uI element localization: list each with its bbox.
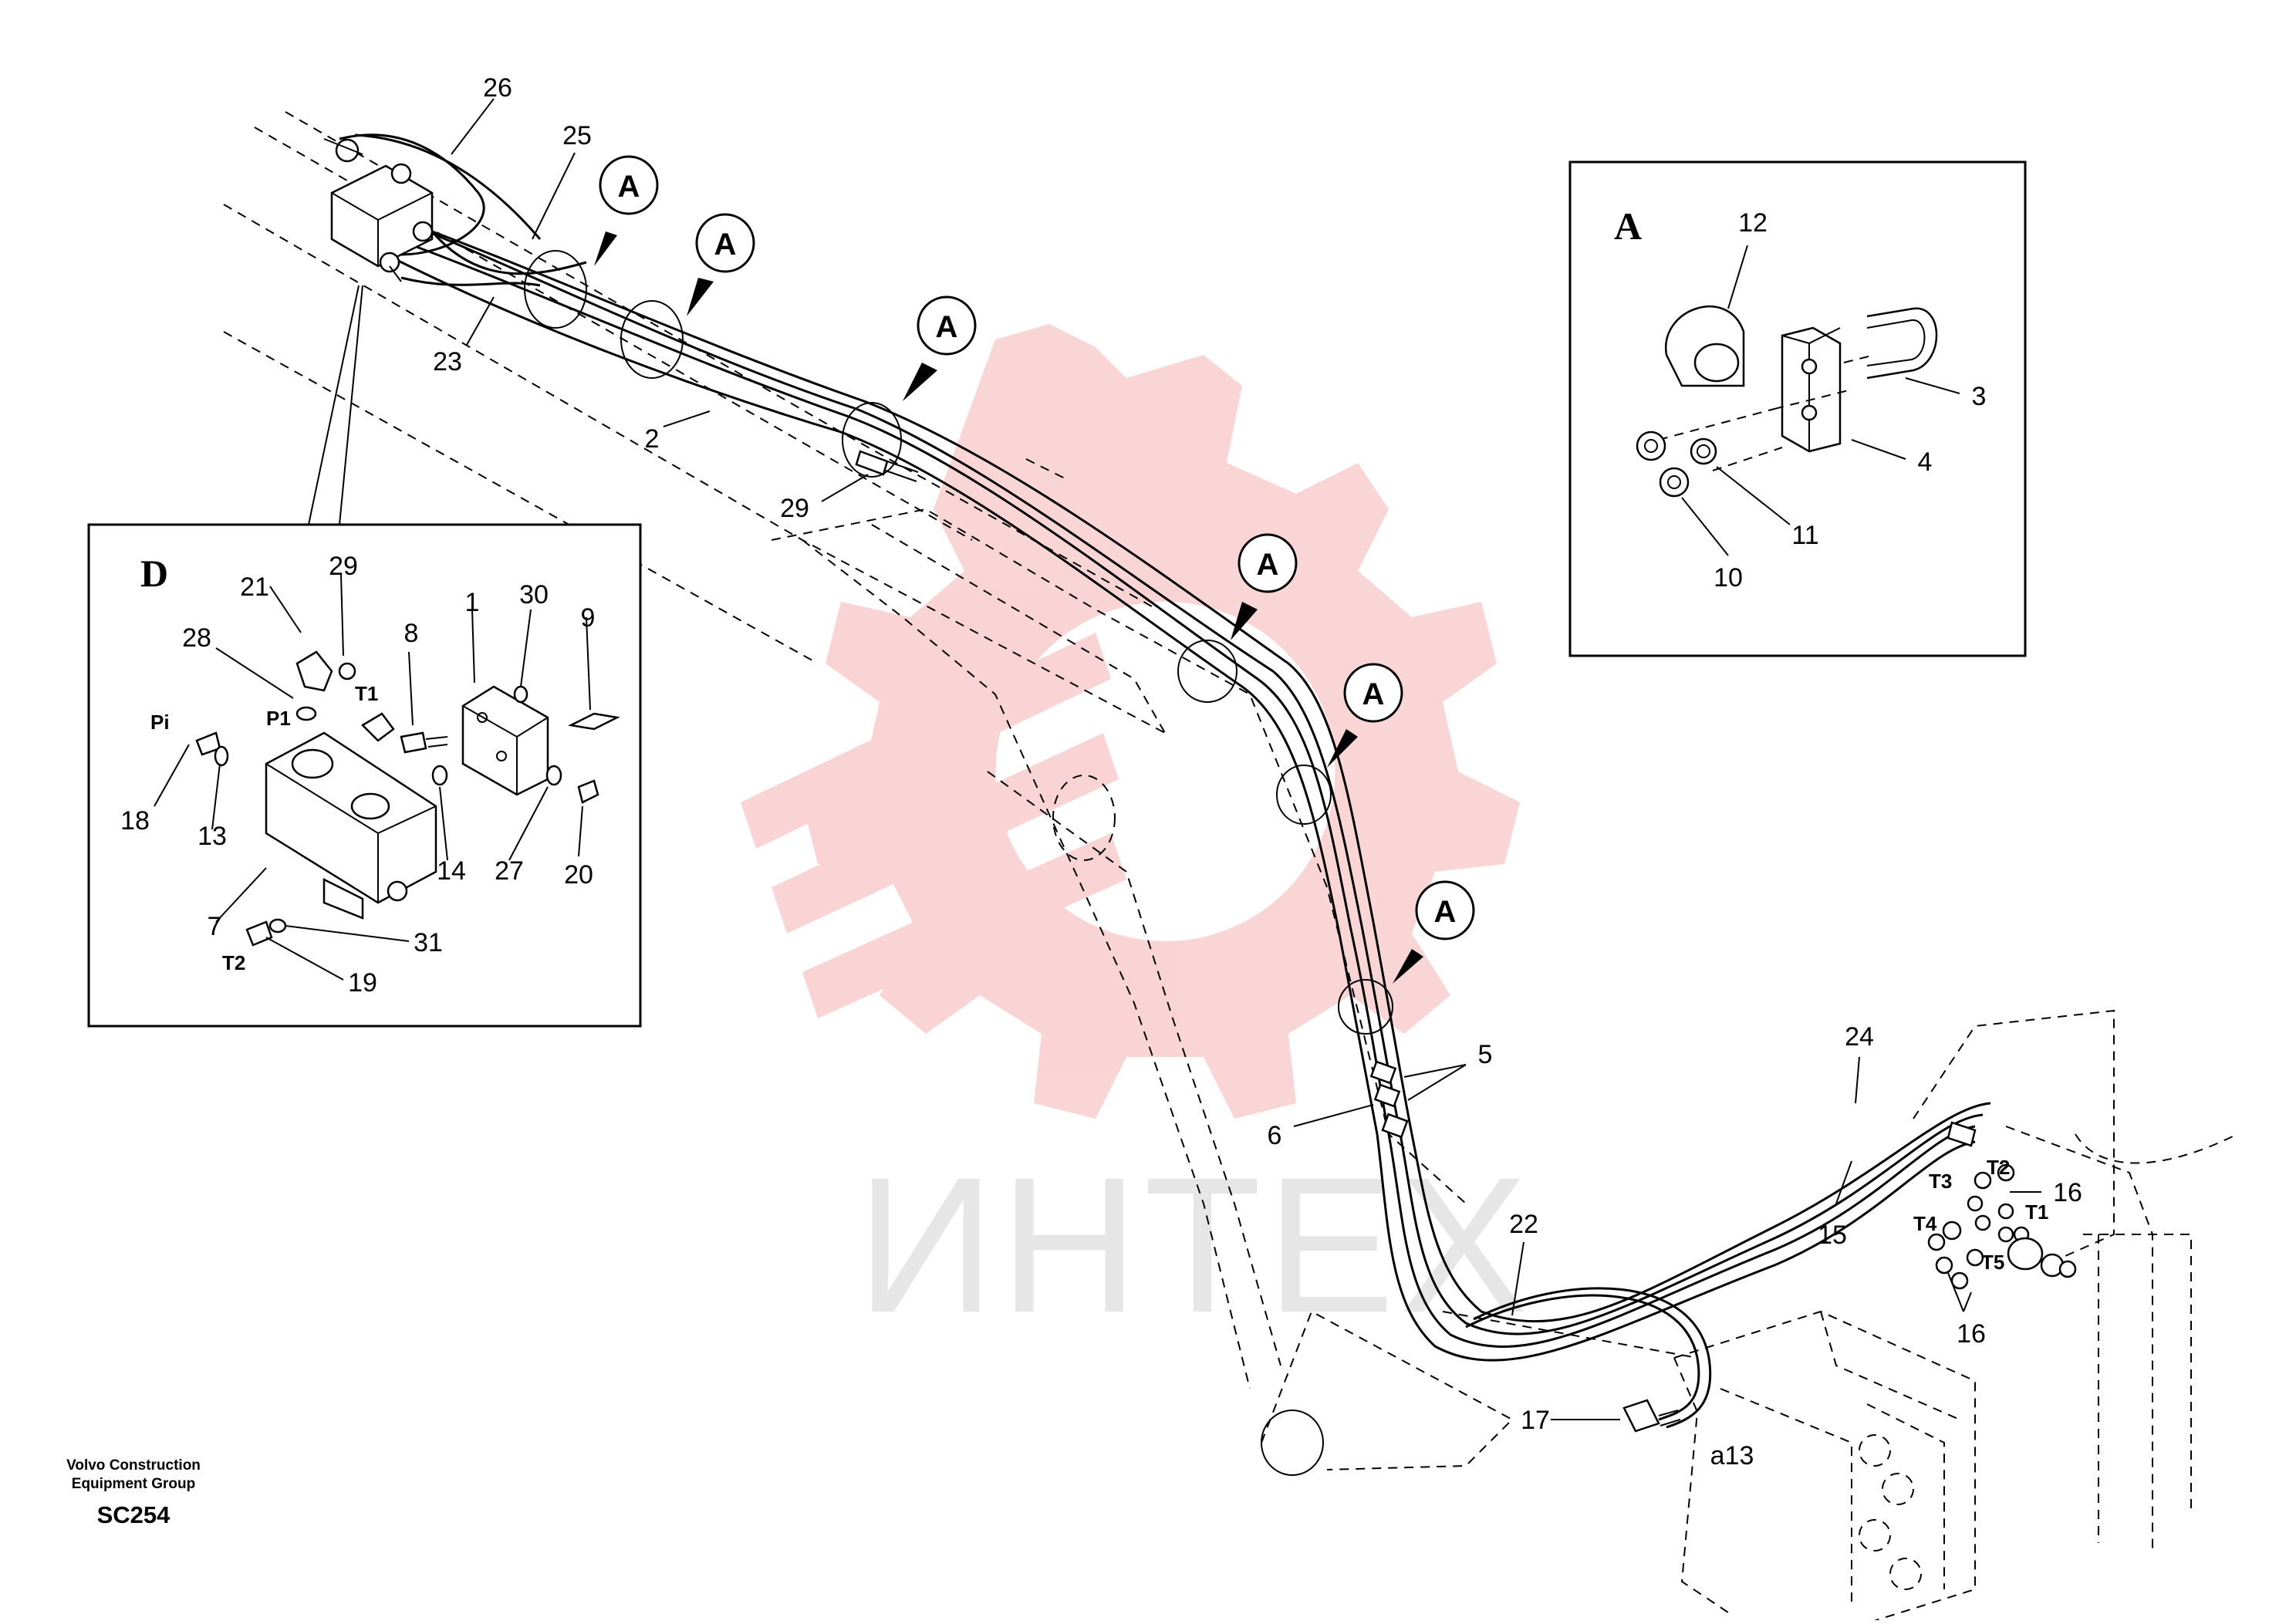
label-16-lower: 16 — [1957, 1319, 1986, 1349]
fittings-5-6 — [1369, 1060, 1409, 1139]
fitting-17 — [1622, 1399, 1681, 1433]
svg-text:A: A — [936, 310, 958, 344]
valve-block-top — [323, 138, 434, 282]
inset-a-label-12: 12 — [1738, 208, 1768, 238]
footer-org-line1: Volvo Construction — [66, 1457, 201, 1474]
label-29: 29 — [780, 494, 809, 523]
svg-text:A: A — [1434, 895, 1457, 929]
inset-d-label-29: 29 — [329, 552, 358, 581]
inset-d-labels: 21 29 28 8 1 30 9 Pi P1 T1 T2 18 13 7 14… — [120, 552, 595, 998]
svg-text:A: A — [1257, 548, 1279, 582]
label-5: 5 — [1478, 1040, 1493, 1069]
clamp-ellipses — [524, 250, 1393, 1035]
fitting-29 — [855, 450, 919, 482]
inset-d-label-14: 14 — [437, 856, 466, 886]
svg-text:A: A — [618, 170, 640, 204]
label-25: 25 — [562, 121, 592, 150]
tag-t3: T3 — [1929, 1170, 1952, 1193]
inset-d-label-20: 20 — [564, 860, 593, 890]
inset-d-label-13: 13 — [198, 822, 227, 851]
inset-d-tag-t2: T2 — [222, 951, 245, 974]
callout-a-bubbles: A A A A A A — [594, 155, 1475, 984]
inset-a-labels: 12 3 4 11 10 — [1714, 208, 1986, 593]
inset-a-label-11: 11 — [1791, 521, 1818, 550]
inset-d-label-1: 1 — [465, 588, 480, 617]
label-6: 6 — [1268, 1121, 1282, 1150]
label-17: 17 — [1521, 1406, 1550, 1435]
inset-d-label-7: 7 — [208, 912, 222, 941]
inset-d-panel: D — [87, 285, 642, 1028]
watermark-text: ИНТЕХ — [856, 1137, 1532, 1352]
inset-d-label-9: 9 — [581, 603, 596, 633]
hose-bundle-top — [339, 133, 587, 287]
footer-diagram-code: SC254 — [96, 1501, 171, 1528]
inset-d-label-28: 28 — [182, 623, 211, 653]
label-24: 24 — [1845, 1022, 1874, 1052]
hose-bundle-main — [385, 222, 1413, 1135]
footer-org-line2: Equipment Group — [71, 1476, 196, 1492]
label-2: 2 — [645, 424, 660, 454]
callout-a-1: A — [594, 155, 659, 266]
inset-d-label-21: 21 — [240, 572, 269, 602]
inset-d-tag-pi: Pi — [150, 711, 170, 734]
tag-t4: T4 — [1913, 1212, 1937, 1235]
inset-d-label-19: 19 — [348, 968, 377, 998]
label-16-upper: 16 — [2053, 1178, 2082, 1207]
inset-a-title: A — [1614, 204, 1642, 248]
inset-d-title: D — [140, 552, 168, 595]
inset-d-label-18: 18 — [120, 806, 150, 836]
inset-d-label-30: 30 — [519, 580, 549, 609]
fittings-t1-t5 — [1927, 1121, 2077, 1290]
hose-bundle-lower — [1376, 1102, 1991, 1429]
svg-text:A: A — [1362, 677, 1385, 711]
label-23: 23 — [433, 347, 462, 376]
inset-d-label-27: 27 — [495, 856, 524, 886]
callout-a-2: A — [687, 213, 755, 316]
tag-t1: T1 — [2025, 1200, 2048, 1224]
tag-t5: T5 — [1981, 1251, 2004, 1274]
callout-a-4: A — [1231, 533, 1298, 640]
label-26: 26 — [483, 73, 512, 103]
callout-a-5: A — [1327, 663, 1403, 768]
control-valve-block — [1673, 1009, 2238, 1624]
svg-text:A: A — [714, 228, 737, 262]
callout-a-3: A — [903, 295, 977, 401]
inset-a-label-3: 3 — [1972, 382, 1987, 411]
inset-a-label-4: 4 — [1918, 447, 1933, 477]
inset-a-panel: A — [1568, 160, 2027, 657]
callout-a-6: A — [1393, 880, 1475, 984]
tag-t2: T2 — [1987, 1156, 2010, 1179]
label-22: 22 — [1509, 1210, 1538, 1239]
footer-caption: Volvo Construction Equipment Group SC254 — [60, 1457, 207, 1529]
main-labels: 26 25 23 2 29 5 6 22 24 15 16 16 17 a13 … — [433, 73, 2082, 1470]
watermark-gear-logo — [741, 324, 1520, 1119]
inset-d-label-31: 31 — [414, 928, 443, 957]
inset-d-tag-t1: T1 — [355, 682, 378, 705]
inset-d-label-8: 8 — [404, 619, 419, 648]
inset-a-label-10: 10 — [1714, 563, 1743, 593]
label-15: 15 — [1818, 1221, 1847, 1250]
main-leaders — [451, 98, 2041, 1420]
inset-d-tag-p1: P1 — [266, 707, 291, 730]
label-a13: a13 — [1710, 1441, 1754, 1470]
